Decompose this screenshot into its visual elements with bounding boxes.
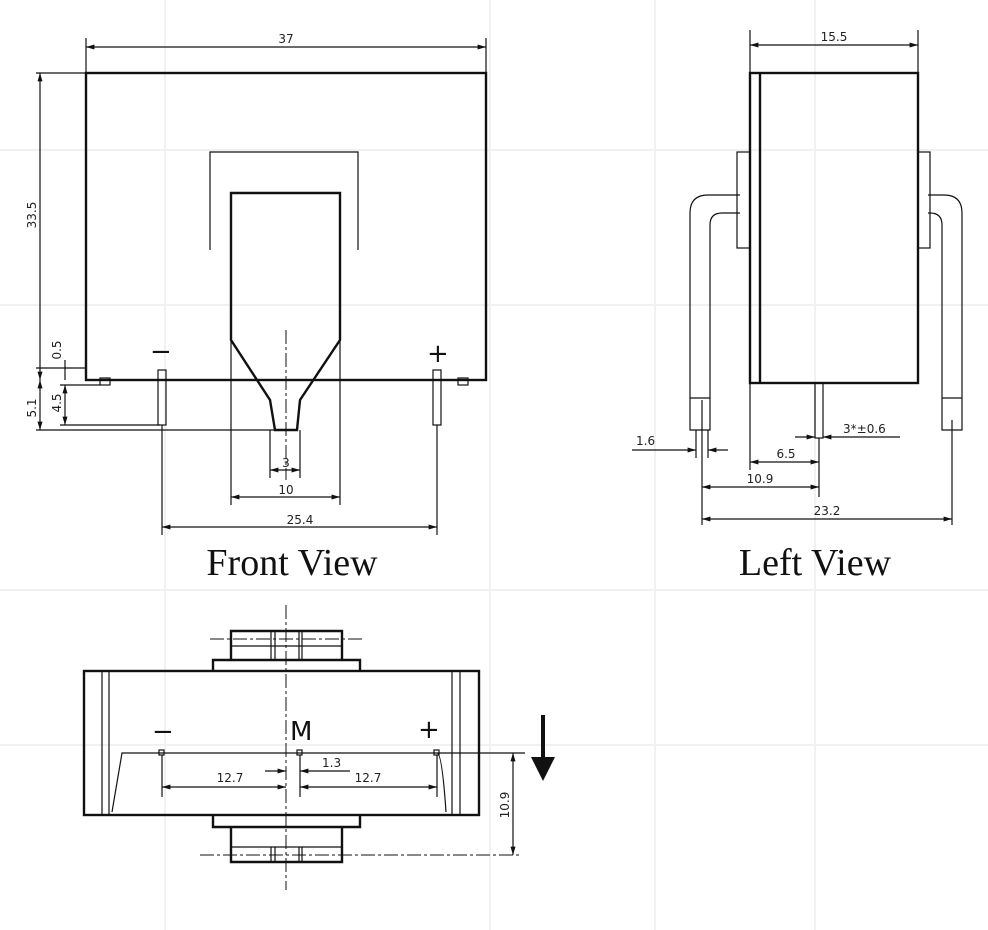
bottom-m-label: M	[290, 717, 312, 747]
left-view: 15.5 1.6 3*±0.6 6.5 10.9 23.2 Left View	[632, 30, 963, 584]
front-view-title: Front View	[206, 542, 378, 584]
dim-offset: 6.5	[776, 447, 795, 461]
dim-pin-width: 1.6	[636, 434, 655, 448]
dim-pin-thickness: 3*±0.6	[843, 422, 886, 436]
dim-left-pitch: 12.7	[217, 771, 244, 785]
dim-pin-pitch: 25.4	[287, 513, 314, 527]
dim-height: 33.5	[25, 202, 39, 229]
dim-pin-total: 5.1	[25, 398, 39, 417]
dim-row: 10.9	[498, 792, 512, 819]
dim-gap: 0.5	[50, 340, 64, 359]
dim-depth: 15.5	[821, 30, 848, 44]
bottom-view: − M + 12.7 12.7 1.3 10.9	[82, 605, 555, 890]
arrow-down-icon	[531, 715, 555, 781]
dim-bar: 10	[278, 483, 293, 497]
dim-width: 37	[278, 32, 293, 46]
plus-label: +	[427, 339, 449, 369]
dim-lead-offset: 10.9	[747, 472, 774, 486]
front-view: − + 37 33.5 0.5 5.1 4.5 3 10 25.4 Front …	[25, 32, 488, 584]
dim-span: 23.2	[814, 504, 841, 518]
dim-m-offset: 1.3	[322, 756, 341, 770]
minus-label: −	[150, 337, 172, 367]
bottom-minus-label: −	[152, 717, 174, 747]
bottom-plus-label: +	[418, 715, 440, 745]
dim-tip: 3	[282, 456, 290, 470]
dim-right-pitch: 12.7	[355, 771, 382, 785]
dim-pin-length: 4.5	[50, 393, 64, 412]
left-view-title: Left View	[739, 542, 892, 584]
